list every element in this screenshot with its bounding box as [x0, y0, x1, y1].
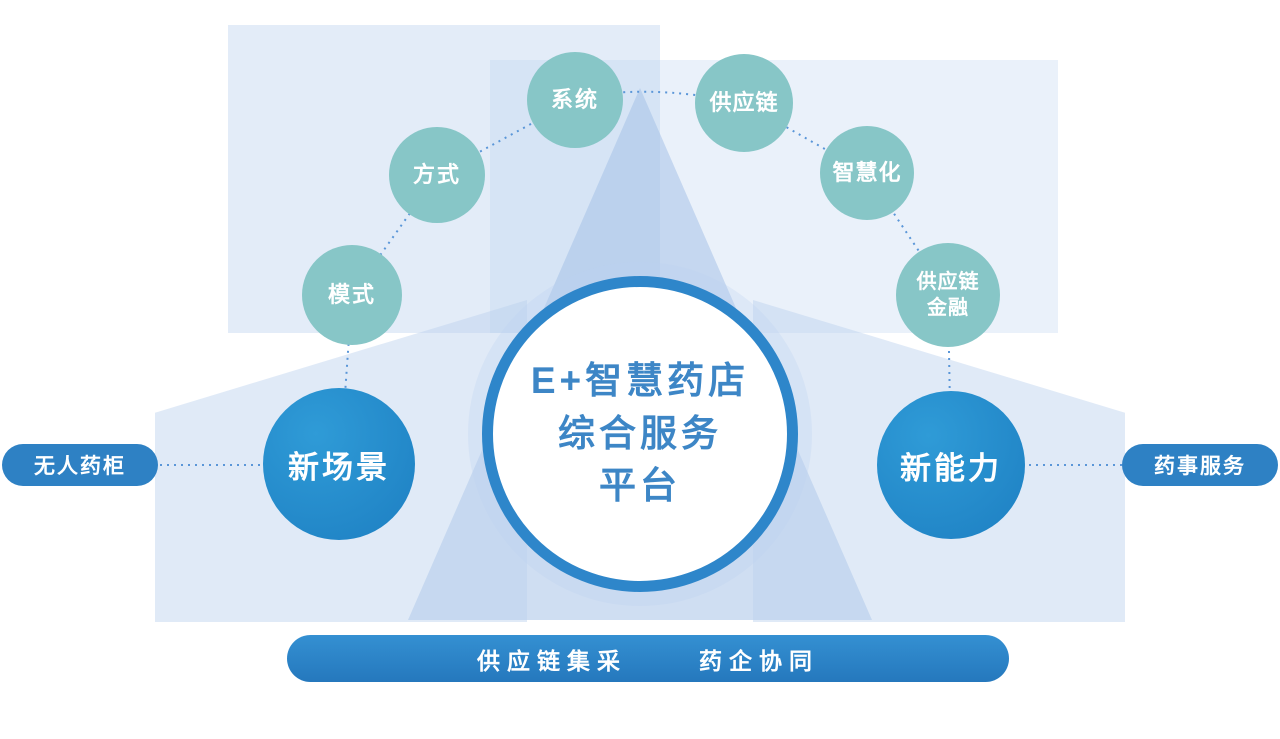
satellite-method-label: 方式	[412, 161, 461, 187]
satellite-supply-chain-finance-label-line2: 金融	[927, 297, 969, 319]
satellite-supply-chain-label: 供应链	[709, 89, 779, 115]
satellite-intelligence: 智慧化	[820, 126, 914, 220]
pill-unmanned-medicine-cabinet: 无人药柜	[2, 444, 158, 486]
node-new-scenario: 新场景	[263, 388, 415, 540]
node-new-scenario-label: 新场景	[288, 449, 390, 485]
node-new-capability-label: 新能力	[900, 450, 1002, 486]
satellite-system: 系统	[527, 52, 623, 148]
bottom-bar: 供应链集采 药企协同	[287, 635, 1009, 682]
node-new-capability: 新能力	[877, 391, 1025, 539]
satellite-mode: 模式	[302, 245, 402, 345]
bottom-bar-item-supply-chain-procurement: 供应链集采	[477, 647, 627, 674]
satellite-supply-chain: 供应链	[695, 54, 793, 152]
satellite-supply-chain-finance: 供应链 金融	[896, 243, 1000, 347]
center-title-line3: 平台	[599, 465, 681, 507]
satellite-method: 方式	[389, 127, 485, 223]
satellite-mode-label: 模式	[327, 281, 376, 307]
satellite-system-label: 系统	[550, 86, 599, 112]
center-title-line1: E+智慧药店	[530, 360, 750, 402]
bottom-bar-item-pharma-collaboration: 药企协同	[699, 647, 819, 674]
center-platform-circle: E+智慧药店 综合服务 平台	[482, 276, 798, 592]
pill-pharmaceutical-service-label: 药事服务	[1154, 455, 1246, 478]
satellite-intelligence-label: 智慧化	[832, 159, 902, 185]
satellite-supply-chain-finance-label-line1: 供应链	[916, 271, 980, 293]
center-title-line2: 综合服务	[558, 412, 722, 454]
pill-pharmaceutical-service: 药事服务	[1122, 444, 1278, 486]
pill-unmanned-medicine-cabinet-label: 无人药柜	[34, 455, 126, 478]
